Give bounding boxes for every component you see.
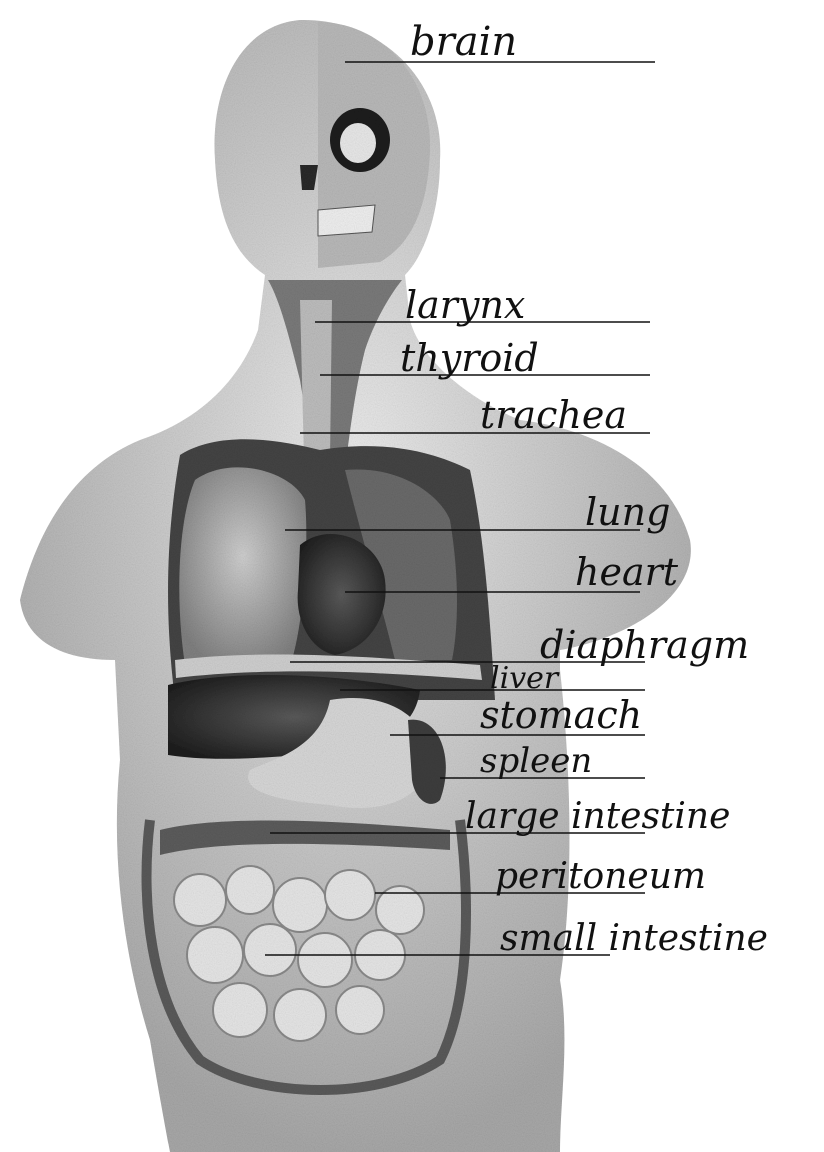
label-small-intestine: small intestine: [500, 918, 768, 959]
label-larynx: larynx: [405, 283, 525, 327]
label-lung: lung: [585, 490, 670, 534]
eye-ball: [340, 123, 376, 163]
label-brain: brain: [410, 19, 517, 65]
label-peritoneum: peritoneum: [495, 856, 706, 897]
label-trachea: trachea: [480, 393, 627, 437]
right-lung: [179, 467, 306, 665]
label-liver: liver: [490, 661, 560, 696]
trachea-shape: [300, 300, 332, 460]
label-spleen: spleen: [480, 741, 592, 781]
teeth: [318, 205, 375, 236]
label-large-intestine: large intestine: [465, 796, 730, 837]
label-thyroid: thyroid: [400, 336, 539, 380]
label-stomach: stomach: [480, 693, 642, 737]
label-heart: heart: [575, 550, 679, 594]
label-diaphragm: diaphragm: [540, 623, 749, 667]
